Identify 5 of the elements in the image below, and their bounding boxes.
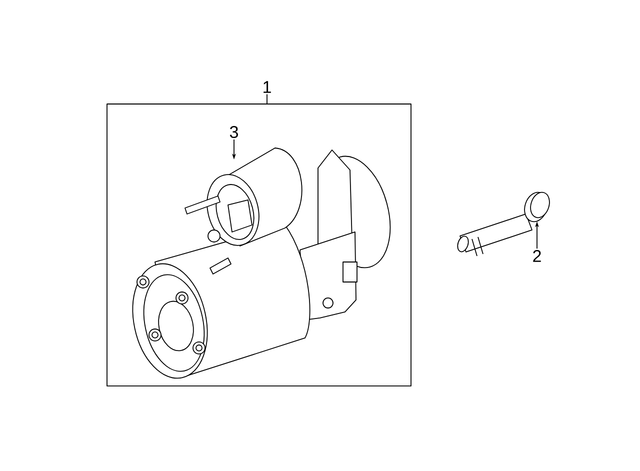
frame-box (106, 104, 412, 386)
callout-number: 1 (264, 81, 271, 93)
callout-number: 2 (533, 250, 541, 262)
leader-line (266, 94, 268, 104)
callout-number: 3 (230, 126, 238, 138)
